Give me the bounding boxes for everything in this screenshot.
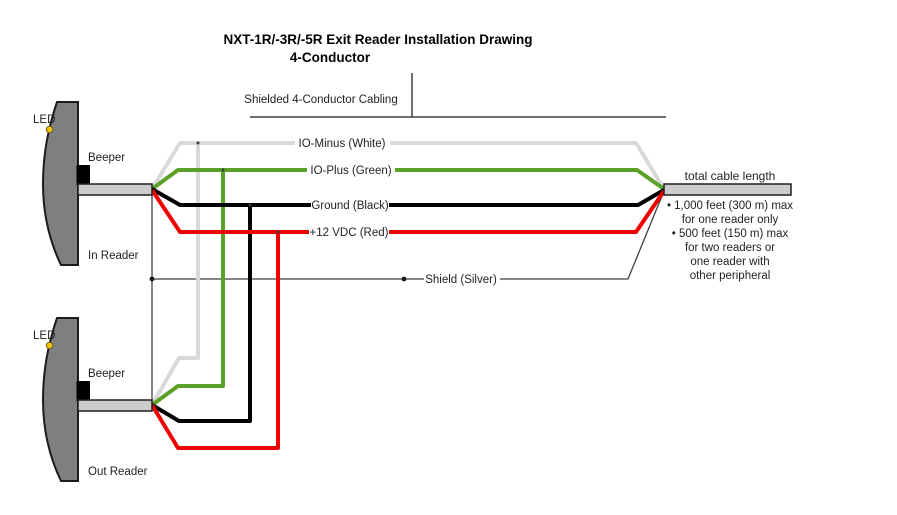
wire-label-io-plus: IO-Plus (Green) bbox=[310, 165, 391, 177]
wire-label-ground: Ground (Black) bbox=[311, 200, 389, 212]
in-reader-led-icon bbox=[45, 125, 54, 134]
in-reader-name: In Reader bbox=[88, 250, 139, 262]
shield-terminal-dot bbox=[401, 276, 407, 282]
in-reader-body bbox=[41, 101, 79, 266]
page-subtitle: 4-Conductor bbox=[290, 50, 371, 65]
cable-note-line: • 500 feet (150 m) max bbox=[672, 228, 789, 240]
shield-wire-label: Shield (Silver) bbox=[425, 274, 497, 286]
cable-note: • 1,000 feet (300 m) max for one reader … bbox=[667, 200, 793, 282]
cable-note-heading: total cable length bbox=[685, 169, 776, 183]
in-reader-beeper-label: Beeper bbox=[88, 152, 125, 164]
shield-wire bbox=[151, 190, 665, 405]
shielded-cabling-label: Shielded 4-Conductor Cabling bbox=[244, 94, 397, 106]
trunk-cable bbox=[663, 183, 792, 196]
cable-note-line: for two readers or bbox=[685, 242, 775, 254]
out-reader-led-icon bbox=[45, 341, 54, 350]
cable-note-line: for one reader only bbox=[682, 214, 779, 226]
in-reader-led-label: LED bbox=[33, 114, 55, 126]
in-reader-cable bbox=[77, 183, 153, 196]
page-title: NXT-1R/-3R/-5R Exit Reader Installation … bbox=[223, 32, 532, 47]
out-reader-body bbox=[41, 317, 79, 482]
out-reader-cable bbox=[77, 399, 153, 412]
out-reader-led-label: LED bbox=[33, 330, 55, 342]
junction-dot bbox=[221, 168, 225, 172]
wire-label-12vdc: +12 VDC (Red) bbox=[310, 227, 389, 239]
out-reader-beeper-block bbox=[76, 381, 90, 401]
wire-ground bbox=[150, 187, 665, 423]
in-reader-beeper-block bbox=[76, 165, 90, 185]
out-reader-beeper-label: Beeper bbox=[88, 368, 125, 380]
cable-note-line: • 1,000 feet (300 m) max bbox=[667, 200, 793, 212]
out-reader-name: Out Reader bbox=[88, 466, 148, 478]
wire-label-io-minus: IO-Minus (White) bbox=[299, 138, 386, 150]
wire-12vdc bbox=[150, 188, 666, 450]
junction-dot bbox=[248, 203, 252, 207]
cable-note-line: one reader with bbox=[690, 256, 769, 268]
shield-junction-dot bbox=[149, 276, 155, 282]
wire-io-minus bbox=[150, 141, 666, 406]
junction-dot bbox=[196, 141, 200, 145]
in-reader: LED Beeper In Reader bbox=[33, 101, 153, 266]
junction-dot bbox=[276, 230, 280, 234]
wire-io-plus bbox=[150, 168, 666, 407]
cable-note-line: other peripheral bbox=[690, 270, 771, 282]
out-reader: LED Beeper Out Reader bbox=[33, 317, 153, 482]
